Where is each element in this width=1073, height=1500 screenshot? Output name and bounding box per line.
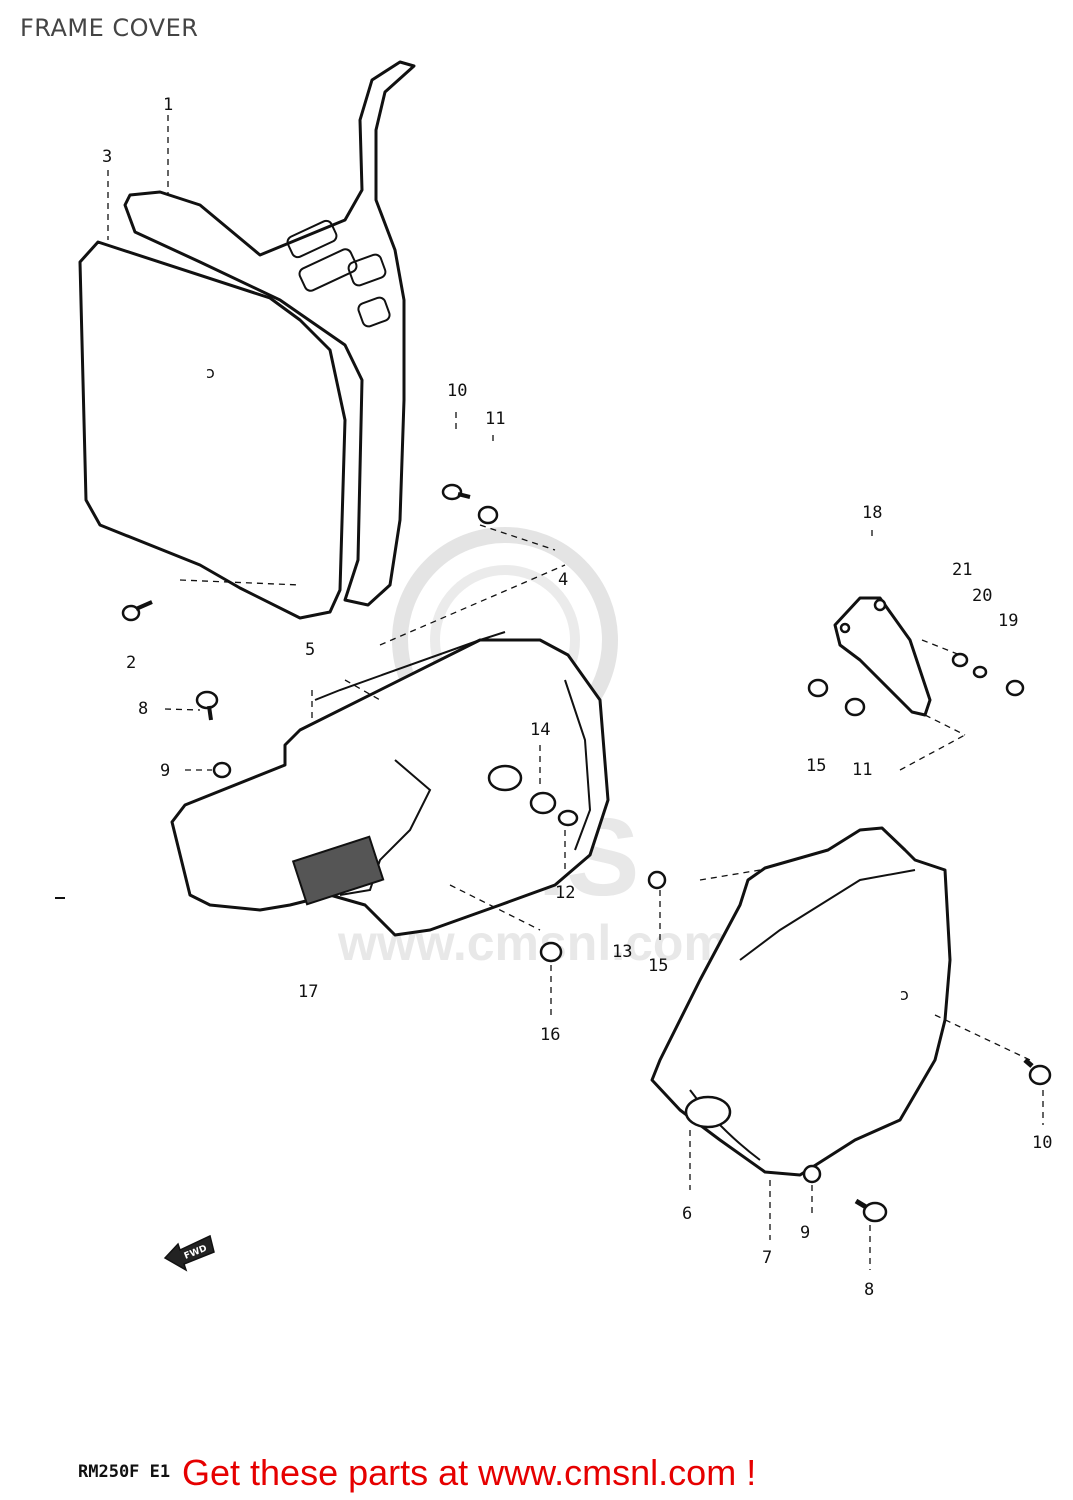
callout-10-top: 10	[447, 381, 467, 401]
leader-lines	[107, 115, 1044, 1270]
callout-2: 2	[126, 653, 136, 673]
callout-20: 20	[972, 586, 992, 606]
callout-11-right: 11	[852, 760, 872, 780]
callout-17: 17	[298, 982, 318, 1002]
model-code: RM250F E1	[78, 1462, 171, 1482]
part-17-air-box	[170, 638, 610, 937]
callout-11-top: 11	[485, 409, 505, 429]
callout-16: 16	[540, 1025, 560, 1045]
callout-9-right: 9	[800, 1223, 810, 1243]
part-6-side-cover: ɔ	[650, 826, 952, 1177]
callout-7: 7	[762, 1248, 772, 1268]
page-title: FRAME COVER	[20, 14, 199, 42]
promo-link[interactable]: Get these parts at www.cmsnl.com !	[182, 1452, 757, 1493]
callout-9-left: 9	[160, 761, 170, 781]
callout-19: 19	[998, 611, 1018, 631]
callout-10-right: 10	[1032, 1133, 1052, 1153]
part-3-plate-face: ɔ	[78, 240, 347, 620]
fwd-arrow-icon: FWD	[163, 1234, 215, 1272]
part-18-bracket	[833, 596, 932, 717]
callout-13-lower: 13	[612, 942, 632, 962]
callout-14: 14	[530, 720, 550, 740]
callout-18: 18	[862, 503, 882, 523]
callout-12: 12	[555, 883, 575, 903]
callout-5: 5	[305, 640, 315, 660]
part-2-screw	[121, 600, 153, 622]
callout-6: 6	[682, 1204, 692, 1224]
callout-8-left: 8	[138, 699, 148, 719]
callout-8-right: 8	[864, 1280, 874, 1300]
callout-21: 21	[952, 560, 972, 580]
part-5-seal	[314, 631, 506, 701]
svg-text:ɔ: ɔ	[900, 985, 909, 1004]
callout-3: 3	[102, 147, 112, 167]
callout-labels: 1 3 2 10 11 4 5 8 9 14 12 13 15 16 17 18…	[102, 95, 1052, 1300]
callout-15-lower: 15	[648, 956, 668, 976]
callout-4: 4	[558, 570, 568, 590]
hardware-bolts	[195, 483, 1052, 1223]
part-1-number-plate	[123, 60, 416, 607]
svg-text:ɔ: ɔ	[206, 363, 215, 382]
callout-15-right: 15	[806, 756, 826, 776]
callout-1: 1	[163, 95, 173, 115]
